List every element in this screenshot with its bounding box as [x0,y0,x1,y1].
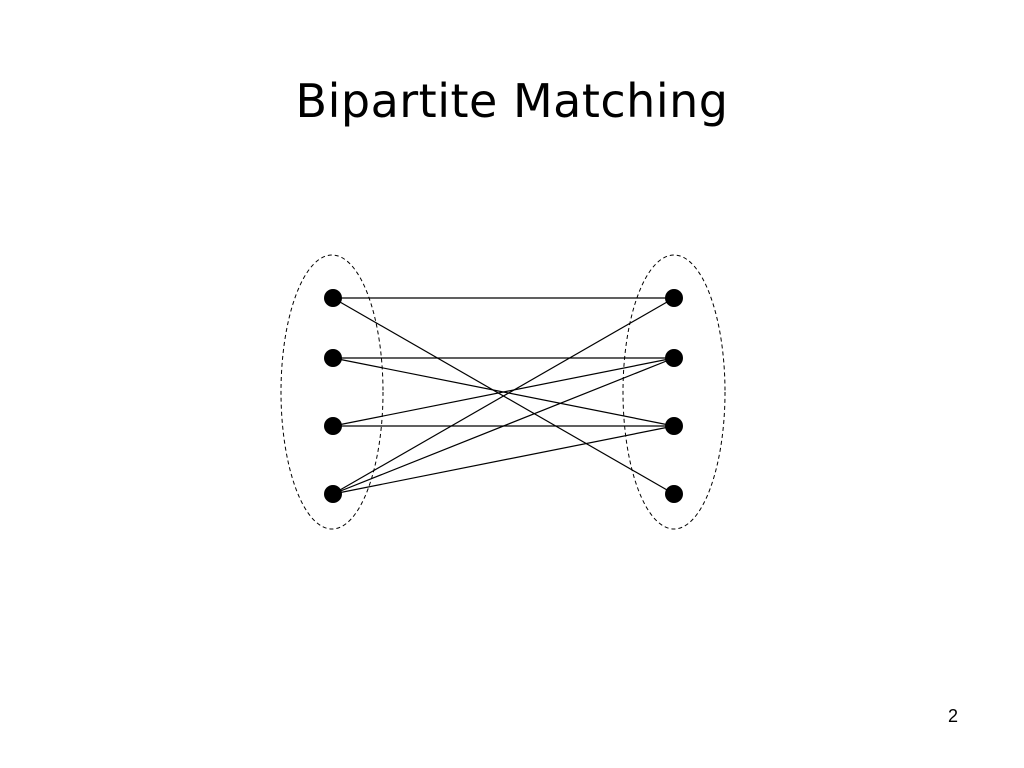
left-node-4 [324,485,342,503]
slide-title: Bipartite Matching [295,74,729,128]
right-node-3 [665,417,683,435]
edge-L4-R2 [332,357,675,495]
left-node-3 [324,417,342,435]
left-node-2 [324,349,342,367]
edges-layer [332,297,675,495]
right-partition-outline [622,254,726,530]
edge-L4-R3 [332,425,675,495]
nodes-layer [324,289,683,503]
left-partition-outline [280,254,384,530]
right-node-2 [665,349,683,367]
left-node-1 [324,289,342,307]
edge-L3-R2 [332,357,675,427]
edge-L4-R1 [332,297,675,495]
right-node-4 [665,485,683,503]
page-number: 2 [948,706,959,726]
right-node-1 [665,289,683,307]
